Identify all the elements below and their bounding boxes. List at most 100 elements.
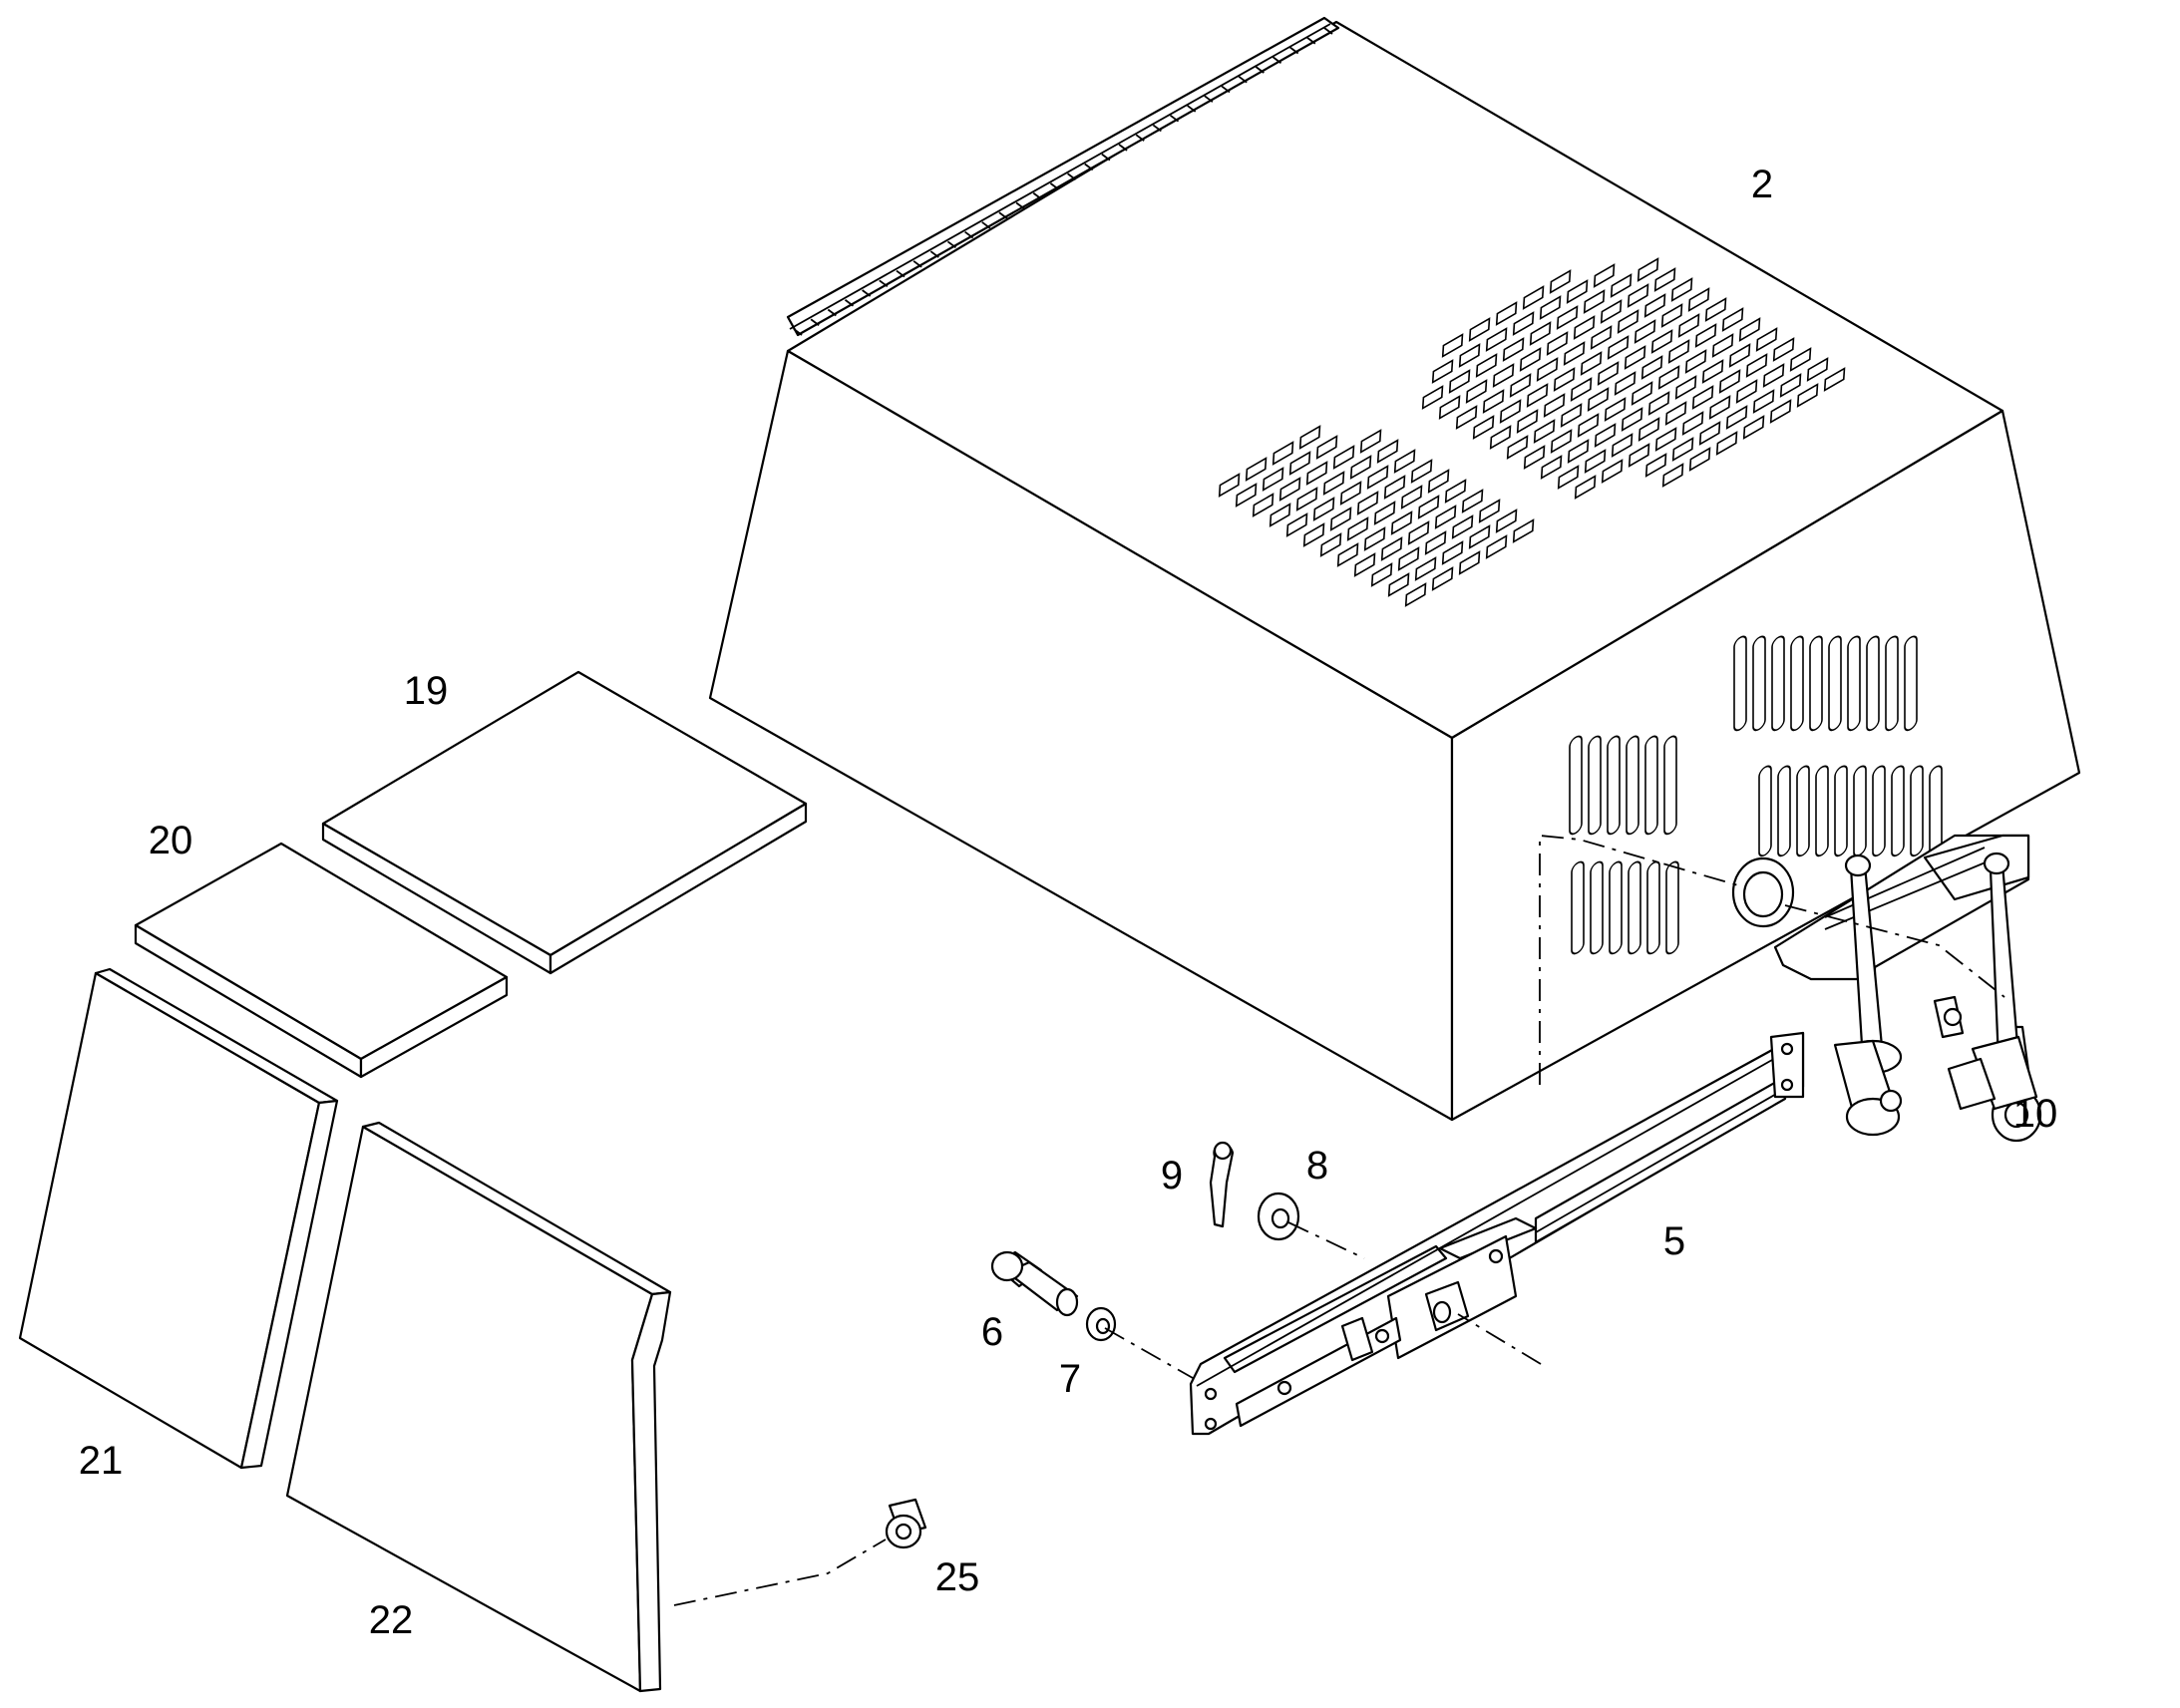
vent-slot bbox=[1509, 373, 1532, 398]
vent-slot bbox=[1626, 735, 1639, 836]
vent-slot bbox=[1593, 263, 1616, 288]
hinge-knuckle bbox=[1032, 191, 1042, 200]
vent-slot bbox=[1495, 509, 1518, 533]
callout-insulation-panel-left: 21 bbox=[79, 1439, 124, 1483]
vent-slot bbox=[1742, 415, 1765, 440]
vent-slot bbox=[1444, 479, 1467, 504]
vent-slot bbox=[1715, 431, 1738, 456]
vent-slot bbox=[1617, 309, 1639, 334]
vent-slot bbox=[1790, 635, 1804, 732]
vent-slot bbox=[1735, 379, 1758, 404]
vent-slot bbox=[1777, 765, 1791, 857]
vent-slot bbox=[1566, 279, 1589, 304]
vent-slot bbox=[1755, 327, 1778, 352]
vent-slot bbox=[1601, 459, 1624, 484]
vent-slot bbox=[1711, 333, 1734, 358]
vent-slot bbox=[1526, 383, 1549, 408]
hinge-knuckle bbox=[896, 269, 906, 278]
vent-slot bbox=[1853, 765, 1867, 857]
hinge-knuckle bbox=[1101, 153, 1111, 162]
vent-slot bbox=[1393, 449, 1416, 474]
vent-slot bbox=[1448, 369, 1471, 394]
vent-slot bbox=[1664, 401, 1687, 426]
lever-handle bbox=[1833, 852, 2042, 1143]
insulation-pad-top bbox=[321, 670, 808, 975]
vent-slot bbox=[1522, 285, 1545, 310]
vent-slot bbox=[1661, 463, 1684, 488]
vent-slot bbox=[1828, 635, 1842, 732]
side-vent-slots bbox=[1569, 635, 1943, 955]
fastener-clip bbox=[885, 1498, 927, 1549]
insulation-pad-small bbox=[134, 842, 509, 1079]
vent-slot bbox=[1891, 765, 1905, 857]
hinge-knuckle bbox=[1118, 144, 1128, 152]
vent-slot bbox=[1458, 343, 1481, 368]
callout-insulation-pad-small: 20 bbox=[149, 819, 193, 862]
callout-spacer: 8 bbox=[1306, 1144, 1328, 1188]
hinge-knuckle bbox=[1323, 27, 1333, 35]
vent-slot bbox=[1495, 301, 1518, 326]
vent-slot bbox=[1752, 635, 1766, 732]
housing-grommet bbox=[1731, 856, 1795, 928]
vent-slot bbox=[1758, 765, 1772, 857]
callout-washer: 7 bbox=[1059, 1357, 1081, 1401]
vent-slot bbox=[1272, 441, 1294, 466]
vent-slot bbox=[1400, 485, 1423, 510]
vent-slot bbox=[1356, 491, 1379, 515]
vent-slot bbox=[1485, 534, 1508, 559]
hinge-knuckle bbox=[844, 299, 855, 307]
vent-slot bbox=[1569, 735, 1583, 836]
vent-slot bbox=[1644, 453, 1667, 478]
vent-slot bbox=[1762, 363, 1785, 388]
vent-slot bbox=[1872, 765, 1886, 857]
hinge-knuckle bbox=[1170, 114, 1180, 123]
vent-slot bbox=[1417, 495, 1440, 519]
vent-slot bbox=[1380, 536, 1403, 561]
vent-slot bbox=[1650, 329, 1673, 354]
vent-slot bbox=[1643, 293, 1666, 318]
vent-slot bbox=[1573, 315, 1596, 340]
vent-slot bbox=[1441, 540, 1464, 565]
hinge-knuckle bbox=[929, 250, 939, 258]
vent-slot bbox=[1489, 425, 1512, 450]
vent-slot bbox=[1387, 572, 1410, 597]
housing-rail-bracket bbox=[1773, 834, 2030, 981]
vent-slot bbox=[1631, 381, 1653, 406]
vent-slot bbox=[1557, 465, 1580, 490]
vent-slot bbox=[1536, 357, 1559, 382]
vent-slot bbox=[1594, 423, 1617, 448]
callout-slide-rail: 5 bbox=[1663, 1219, 1685, 1263]
vent-slot bbox=[1588, 735, 1602, 836]
vent-slot bbox=[1728, 343, 1751, 368]
vent-slot bbox=[1438, 395, 1461, 420]
vent-slot bbox=[1665, 860, 1679, 955]
vent-slot bbox=[1610, 273, 1633, 298]
vent-slot bbox=[1590, 860, 1604, 955]
vent-slot bbox=[1359, 429, 1382, 454]
vent-slot bbox=[1607, 735, 1621, 836]
vent-slot bbox=[1644, 735, 1658, 836]
vent-slot bbox=[1627, 283, 1649, 308]
vent-slot bbox=[1533, 419, 1556, 444]
vent-slot bbox=[1366, 465, 1389, 490]
vent-slot bbox=[1866, 635, 1880, 732]
vent-slot bbox=[1885, 635, 1899, 732]
callout-fastener-clip: 25 bbox=[935, 1555, 980, 1599]
vent-slot bbox=[1583, 289, 1606, 314]
vent-slot bbox=[1298, 425, 1321, 450]
vent-slot bbox=[1772, 337, 1795, 362]
vent-slot bbox=[1628, 443, 1650, 468]
vent-slot bbox=[1427, 469, 1450, 494]
vent-slot bbox=[1332, 445, 1355, 470]
slide-rail-assembly bbox=[1189, 1031, 1805, 1436]
vent-slot bbox=[1404, 582, 1427, 607]
vent-slot bbox=[1370, 562, 1393, 587]
vent-slot bbox=[1624, 345, 1646, 370]
vent-slot bbox=[1677, 313, 1700, 338]
vent-slot bbox=[1823, 367, 1846, 392]
vent-slot bbox=[1482, 389, 1505, 414]
hinge-knuckle bbox=[1049, 182, 1059, 190]
vent-slot bbox=[1295, 487, 1318, 512]
hinge-knuckle bbox=[1221, 85, 1231, 94]
spacer-washer bbox=[1257, 1192, 1300, 1241]
